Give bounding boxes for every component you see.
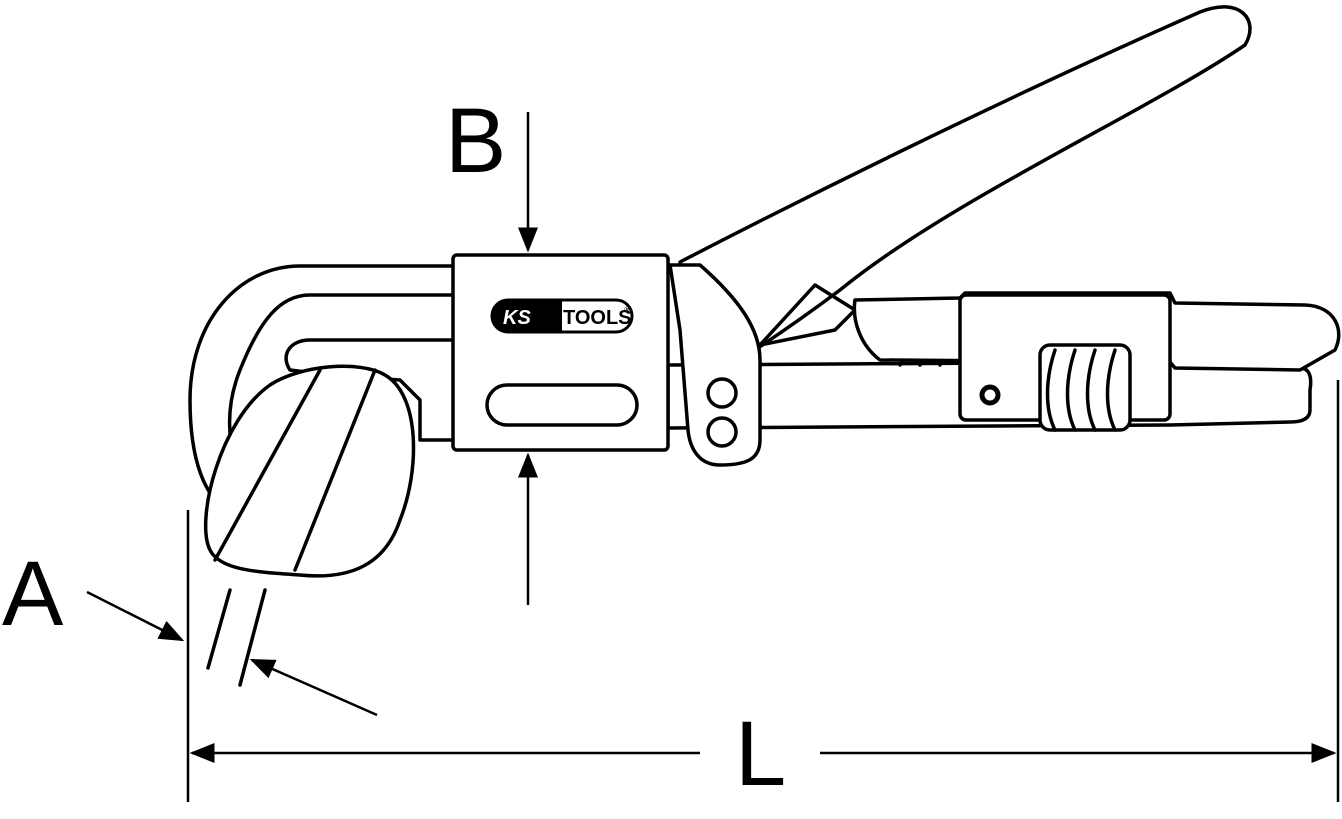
logo-ks-text: KS bbox=[503, 307, 531, 329]
label-l: L bbox=[735, 703, 786, 805]
slide-pin bbox=[979, 384, 1001, 406]
hook-jaw-inner bbox=[284, 338, 457, 442]
label-b: B bbox=[445, 90, 506, 192]
pivot-pin-2 bbox=[706, 416, 738, 448]
pivot-pin-1 bbox=[706, 377, 738, 409]
adjusting-nut bbox=[1038, 343, 1132, 432]
pipe-outline bbox=[206, 588, 267, 687]
swivel-jaw bbox=[203, 364, 416, 578]
dimension-a-arrow-right bbox=[249, 658, 378, 717]
housing-slot bbox=[485, 383, 639, 427]
ks-tools-logo: KS TOOLS ® bbox=[490, 298, 634, 334]
logo-tools-text: TOOLS bbox=[563, 307, 632, 329]
pivot-link bbox=[668, 263, 762, 467]
label-a: A bbox=[2, 543, 64, 645]
swivel-jaw-edges bbox=[213, 368, 377, 572]
upper-handle bbox=[678, 5, 1252, 352]
dimension-a-arrow-left bbox=[86, 590, 185, 642]
logo-registered-mark: ® bbox=[624, 305, 631, 315]
